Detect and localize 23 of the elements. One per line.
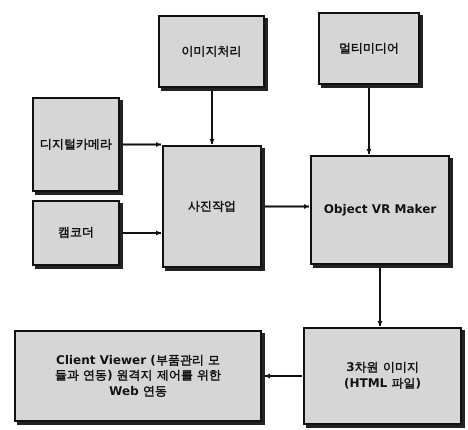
process-box — [32, 200, 120, 266]
arrow — [122, 230, 161, 236]
box-label: 사진작업 — [188, 198, 236, 214]
arrow — [265, 374, 302, 378]
process-box — [318, 12, 420, 85]
box-label: 3차원 이미지 (HTML 파일) — [343, 360, 422, 392]
arrow — [122, 142, 161, 147]
box-label: 캠코더 — [58, 225, 94, 241]
arrow — [366, 87, 372, 154]
box-label: Client Viewer (부품관리 모듈과 연동) 원격지 제어를 위한 Web 연동 — [54, 352, 222, 400]
box-label: 멀티미디어 — [339, 40, 399, 56]
process-box — [158, 15, 265, 88]
box-label: Object VR Maker — [324, 202, 436, 218]
box-label: 디지털카메라 — [40, 136, 112, 152]
process-box — [310, 155, 450, 265]
arrow — [210, 90, 214, 144]
arrow — [264, 204, 309, 209]
box-label: 이미지처리 — [182, 44, 242, 60]
arrow — [378, 267, 382, 326]
process-box — [32, 97, 120, 192]
process-box — [14, 330, 262, 422]
process-box — [303, 327, 462, 425]
process-box — [162, 145, 262, 268]
